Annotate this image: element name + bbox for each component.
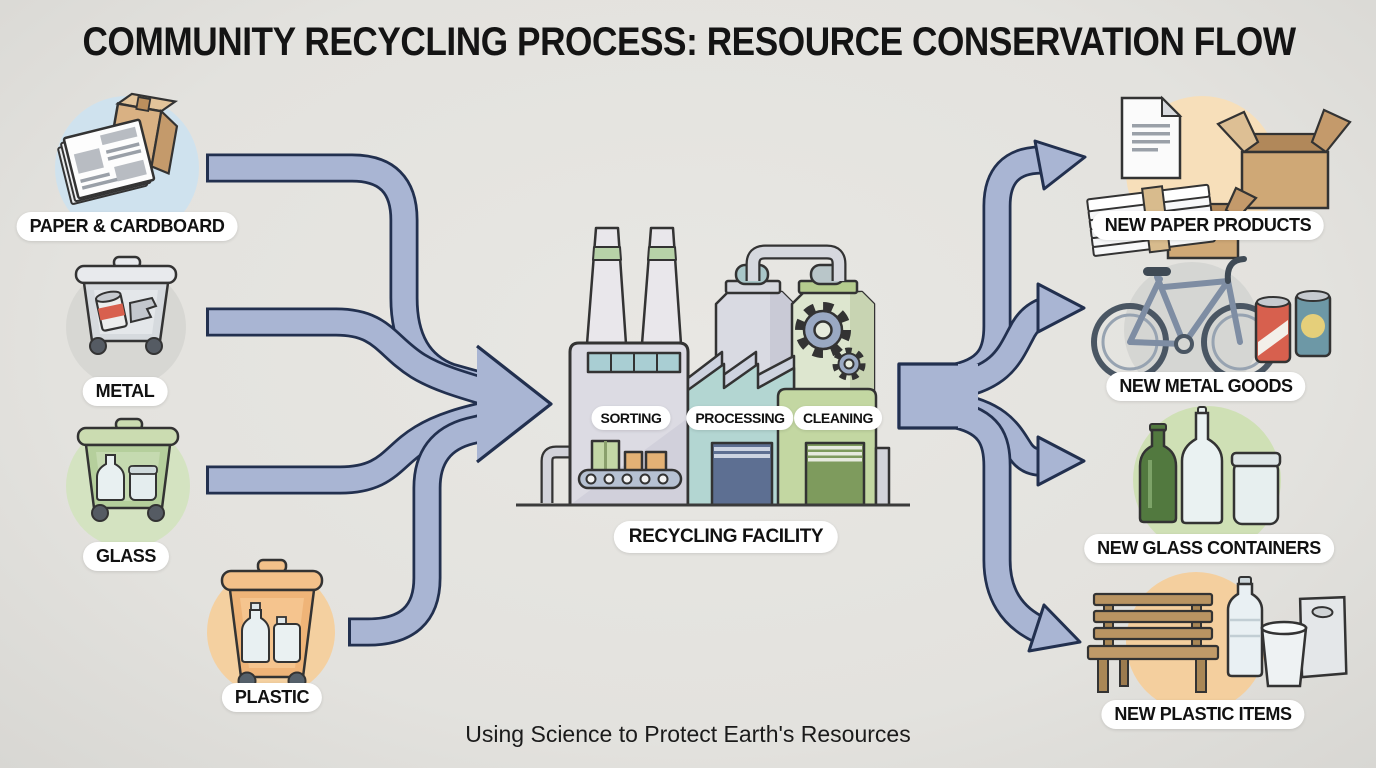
label-plastic: PLASTIC xyxy=(221,683,323,712)
cleaning-door-icon xyxy=(804,441,866,507)
label-metal: METAL xyxy=(82,377,168,406)
plastic-bag-icon xyxy=(1298,595,1348,679)
arrowhead-glass xyxy=(1036,435,1086,487)
glass-bottle-icon xyxy=(96,454,125,501)
output-metal-goods-icon xyxy=(1091,256,1332,398)
tin-can-icon xyxy=(95,290,128,332)
page-title: COMMUNITY RECYCLING PROCESS: RESOURCE CO… xyxy=(82,20,1297,64)
footer-caption: Using Science to Protect Earth's Resourc… xyxy=(465,721,911,747)
green-bottle-icon xyxy=(1138,423,1178,524)
output-glass-containers-icon xyxy=(1133,406,1282,554)
plastic-bottle-icon xyxy=(241,609,270,663)
label-new-paper-products: NEW PAPER PRODUCTS xyxy=(1091,211,1325,240)
document-icon xyxy=(1120,95,1183,180)
label-glass: GLASS xyxy=(82,542,170,571)
newspaper-icon xyxy=(57,118,156,205)
input-glass-bin-icon xyxy=(66,417,190,548)
arrowhead-metal xyxy=(1036,282,1086,334)
red-can-icon xyxy=(1254,296,1292,364)
label-paper-cardboard: PAPER & CARDBOARD xyxy=(16,212,238,241)
label-sorting: SORTING xyxy=(591,406,671,430)
input-metal-bin-icon xyxy=(66,255,186,387)
label-new-plastic-items: NEW PLASTIC ITEMS xyxy=(1101,700,1305,729)
plastic-jug-icon xyxy=(273,623,301,663)
label-new-glass-containers: NEW GLASS CONTAINERS xyxy=(1084,534,1334,563)
input-paper-cardboard-icon xyxy=(55,92,199,240)
arrowhead-paper xyxy=(1033,139,1087,191)
recycling-facility-illustration xyxy=(516,226,910,507)
blue-can-icon xyxy=(1294,290,1332,358)
input-plastic-bin-icon xyxy=(207,558,335,696)
label-recycling-facility: RECYCLING FACILITY xyxy=(613,521,839,553)
chimney-icon xyxy=(585,226,683,346)
jar-icon xyxy=(1230,451,1282,526)
input-flow-arrows xyxy=(206,153,553,647)
bench-icon xyxy=(1086,592,1220,693)
trunk-arrow xyxy=(897,364,978,428)
water-bottle-icon xyxy=(1226,576,1264,678)
plastic-cup-icon xyxy=(1260,620,1308,688)
metal-scrap-icon xyxy=(128,296,158,324)
output-plastic-items-icon xyxy=(1086,572,1348,712)
merge-arrowhead xyxy=(477,346,551,462)
clear-bottle-icon xyxy=(1180,406,1224,525)
arrowhead-plastic xyxy=(1027,603,1082,653)
gears-icon xyxy=(795,302,866,381)
label-new-metal-goods: NEW METAL GOODS xyxy=(1106,372,1306,401)
conveyor-belt-icon xyxy=(577,439,683,490)
output-flow-arrows xyxy=(897,139,1087,653)
side-pipe xyxy=(874,446,891,507)
label-processing: PROCESSING xyxy=(686,406,794,430)
bicycle-icon xyxy=(1091,256,1279,381)
label-cleaning: CLEANING xyxy=(794,406,882,430)
processing-door-icon xyxy=(710,441,774,507)
